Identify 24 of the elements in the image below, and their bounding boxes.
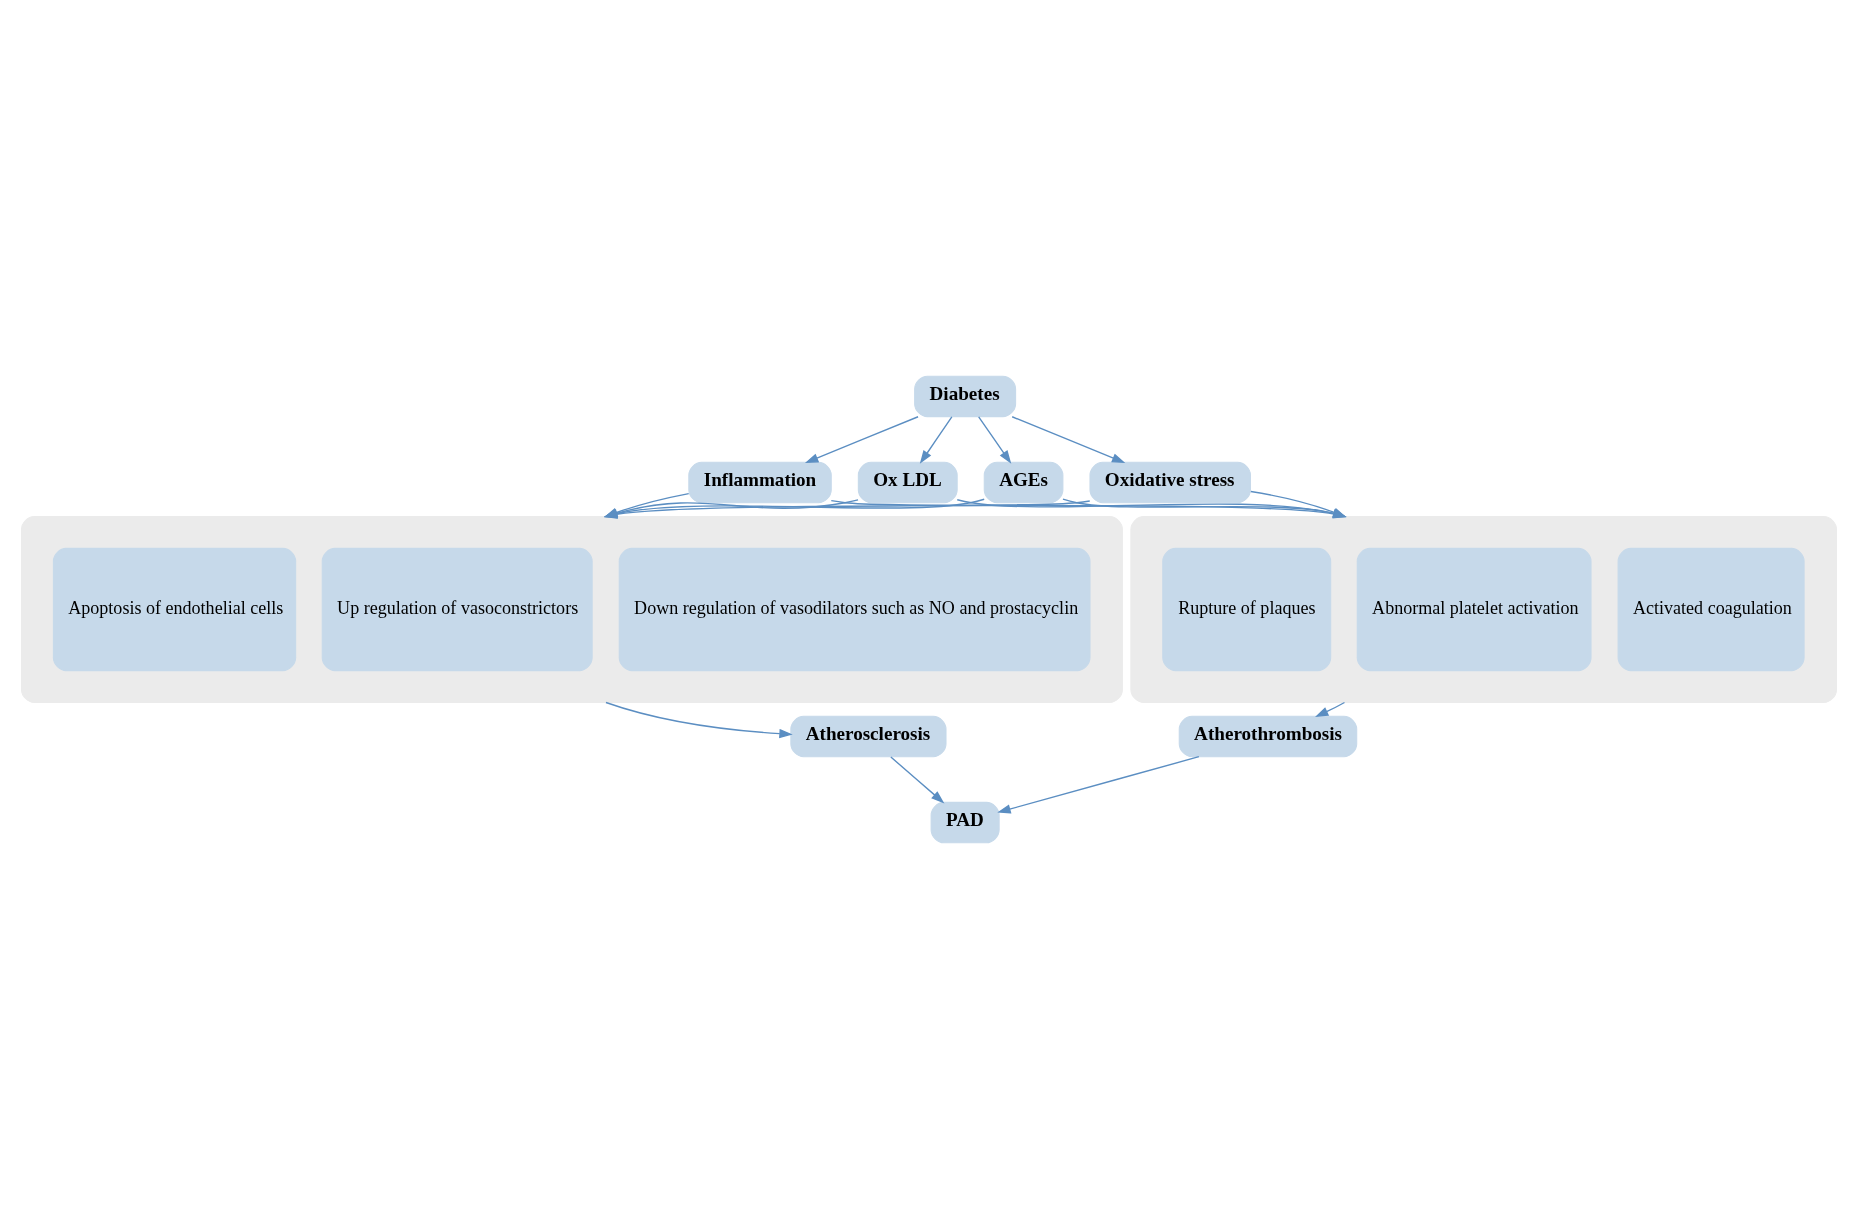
arrow (1315, 701, 1346, 717)
node-box: Ox LDL (857, 461, 958, 503)
node-box: Atherosclerosis (790, 715, 947, 757)
node-box: Inflammation (688, 461, 832, 503)
arrow (997, 755, 1200, 814)
cluster (21, 515, 1123, 703)
arrow (605, 701, 793, 738)
node-box: Down regulation of vasodilators such as NO and prostacyclin (618, 547, 1091, 671)
arrow (804, 415, 919, 463)
arrow (978, 415, 1012, 464)
arrow (890, 755, 945, 803)
node-box: Up regulation of vasoconstrictors (321, 547, 593, 671)
node-box: Diabetes (914, 375, 1017, 417)
node-box: Apoptosis of endothelial cells (52, 547, 297, 671)
node-box: PAD (930, 801, 1000, 843)
arrow (1011, 415, 1126, 463)
node-box: Activated coagulation (1617, 547, 1805, 671)
node-box: Abnormal platelet activation (1356, 547, 1592, 671)
arrow (919, 415, 953, 464)
node-box: Oxidative stress (1089, 461, 1251, 503)
cluster (1130, 515, 1837, 703)
node-box: Rupture of plaques (1162, 547, 1332, 671)
node-box: Atherothrombosis (1178, 715, 1358, 757)
node-box: AGEs (983, 461, 1064, 503)
